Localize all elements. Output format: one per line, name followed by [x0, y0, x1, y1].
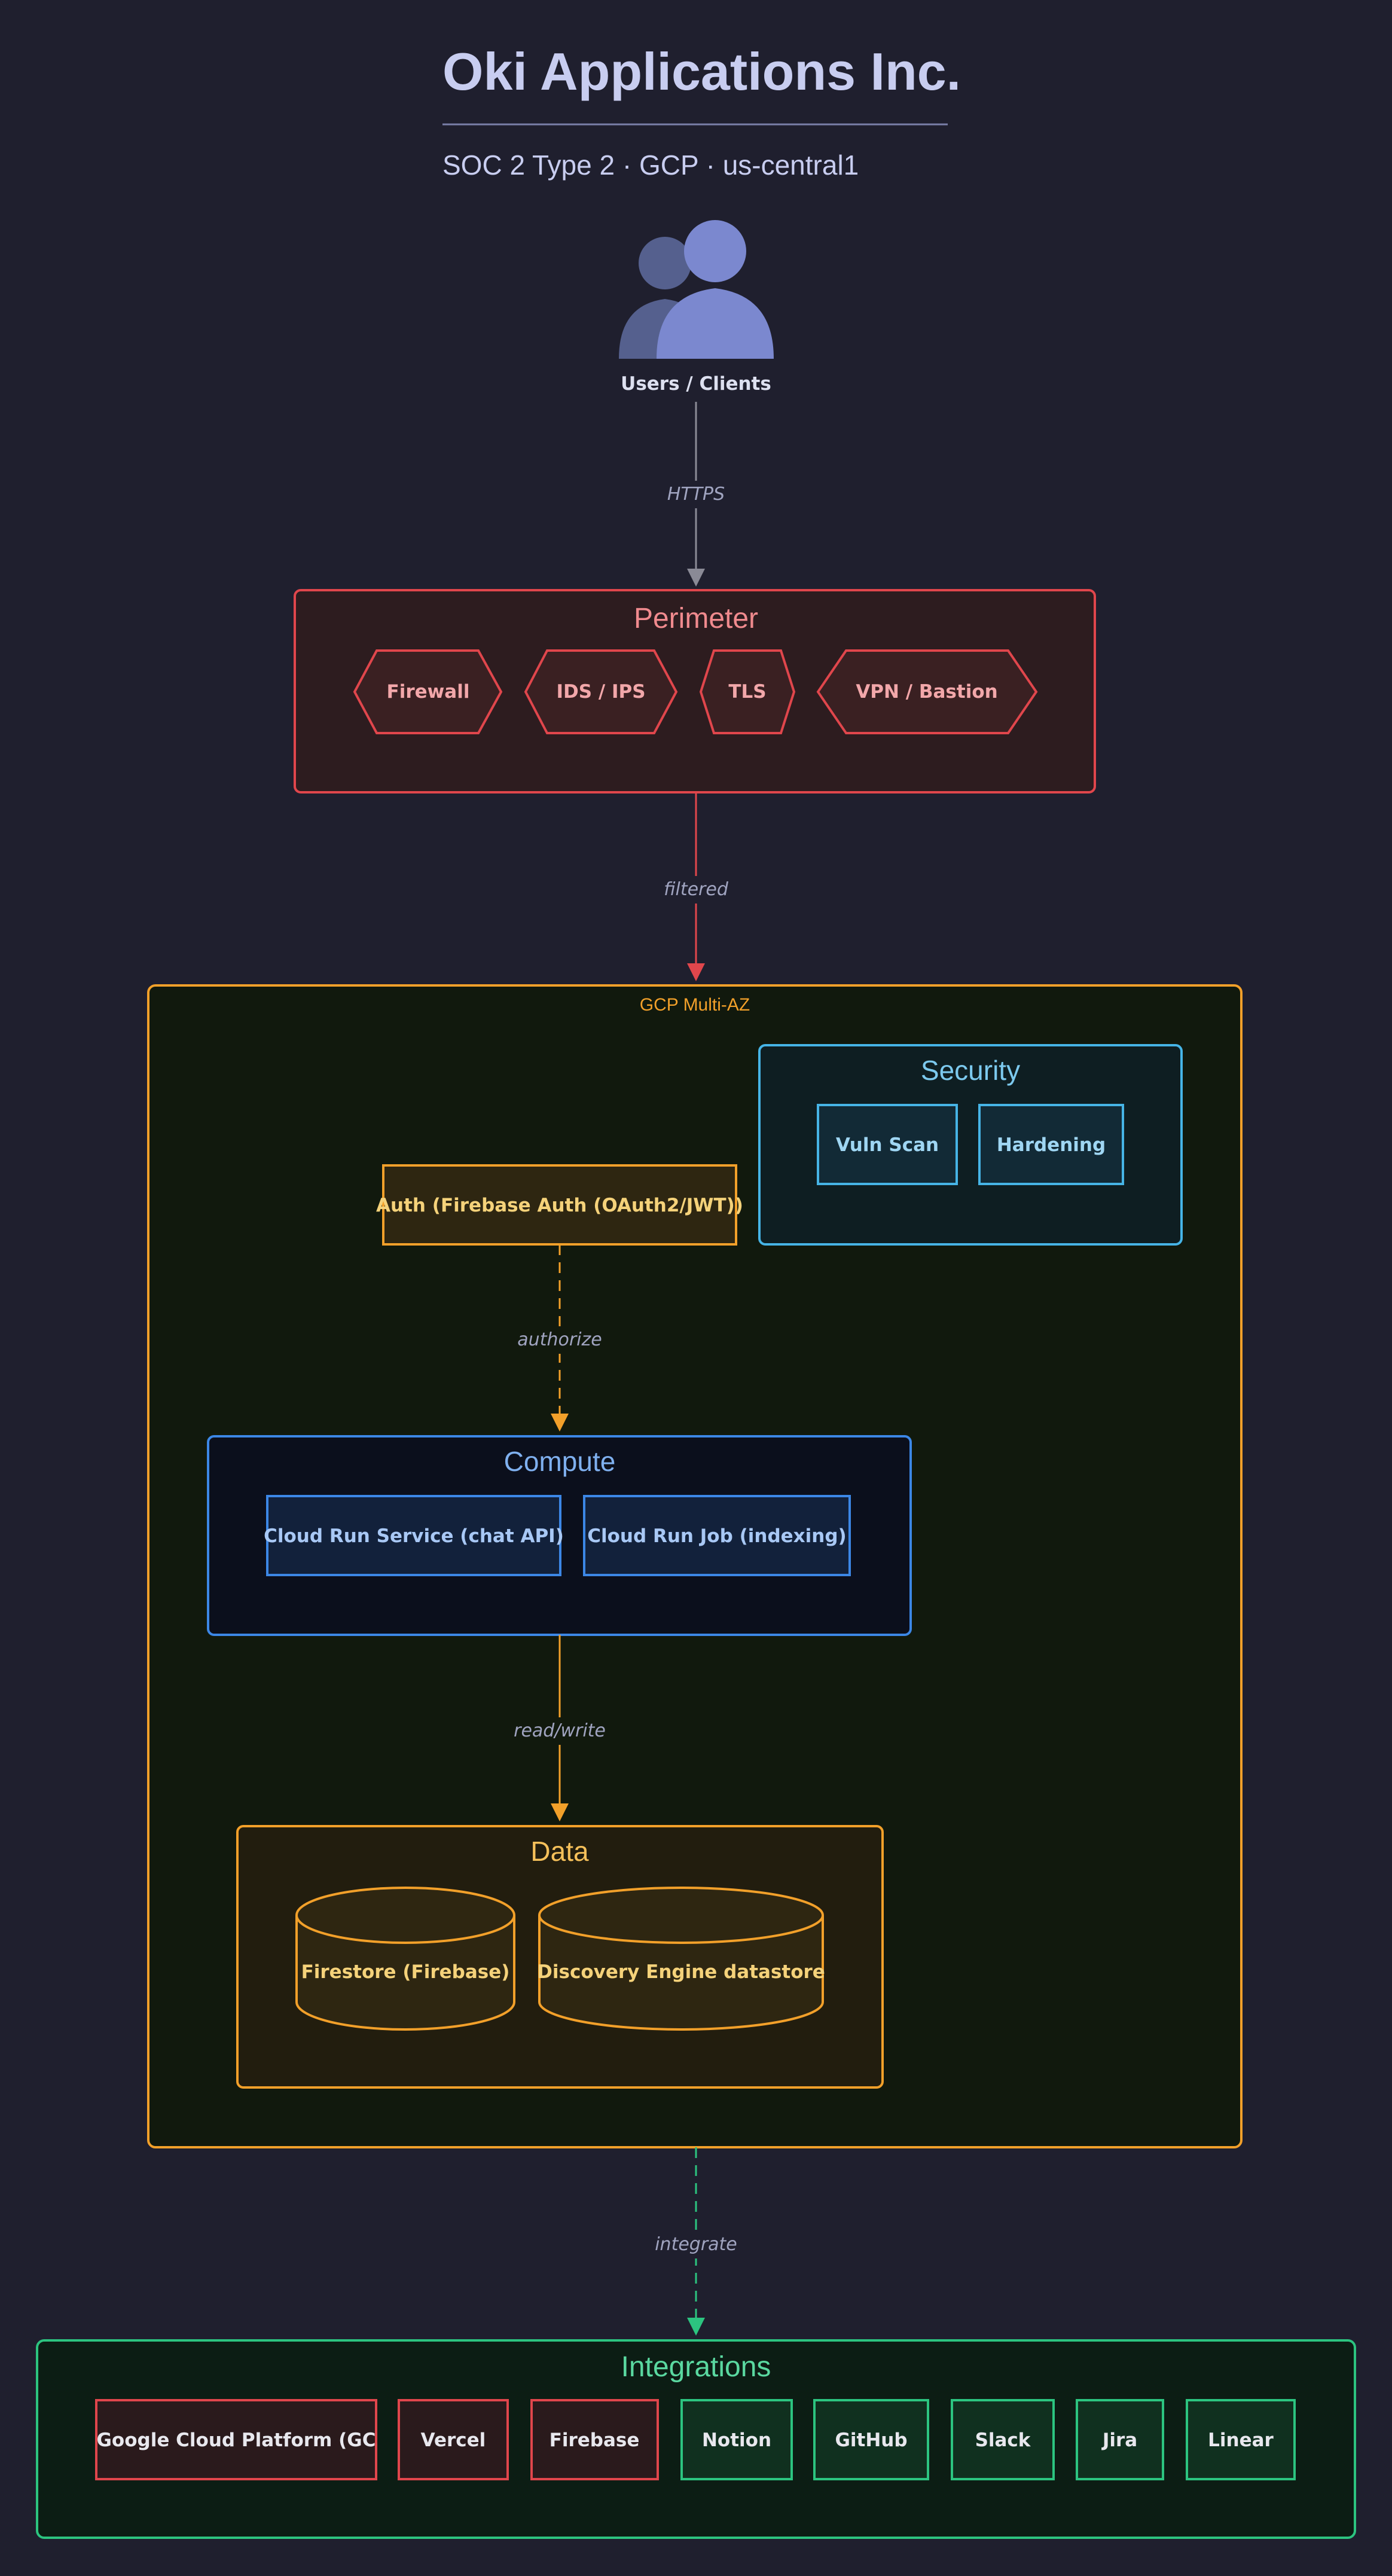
- compute-node-cloud-run-job: Cloud Run Job (indexing): [583, 1495, 851, 1576]
- svg-text:Google Cloud Platform (GC: Google Cloud Platform (GC: [96, 2430, 376, 2451]
- integrations-title: Integrations: [621, 2351, 771, 2383]
- svg-text:Discovery Engine datastore: Discovery Engine datastore: [537, 1961, 825, 1983]
- svg-text:Slack: Slack: [975, 2430, 1031, 2451]
- gcp-zone-label: GCP Multi-AZ: [640, 995, 750, 1015]
- svg-text:Cloud Run Job (indexing): Cloud Run Job (indexing): [587, 1525, 846, 1547]
- svg-text:Firewall: Firewall: [387, 681, 470, 703]
- perimeter-node-vpn-bastion: VPN / Bastion: [816, 649, 1038, 734]
- svg-text:Auth (Firebase Auth (OAuth2/JW: Auth (Firebase Auth (OAuth2/JWT)): [376, 1195, 743, 1216]
- security-zone: [758, 1044, 1183, 1246]
- page-subtitle: SOC 2 Type 2 · GCP · us-central1: [442, 149, 859, 181]
- svg-text:IDS / IPS: IDS / IPS: [556, 681, 645, 703]
- page-title: Oki Applications Inc.: [442, 42, 961, 101]
- svg-text:GitHub: GitHub: [835, 2430, 907, 2451]
- svg-text:VPN / Bastion: VPN / Bastion: [856, 681, 997, 703]
- integration-jira: Jira: [1076, 2399, 1164, 2480]
- security-title: Security: [921, 1055, 1020, 1086]
- perimeter-zone: [294, 589, 1096, 793]
- edge-label-integrate: integrate: [655, 2234, 737, 2255]
- data-node-firestore: Firestore (Firebase): [295, 1887, 515, 2031]
- svg-text:Firestore (Firebase): Firestore (Firebase): [301, 1961, 510, 1983]
- integration-google-cloud-platform: Google Cloud Platform (GC: [95, 2399, 377, 2480]
- svg-text:Linear: Linear: [1208, 2430, 1274, 2451]
- svg-text:Hardening: Hardening: [997, 1134, 1106, 1156]
- svg-text:Cloud Run Service (chat API): Cloud Run Service (chat API): [264, 1525, 564, 1547]
- edge-label-authorize: authorize: [517, 1329, 602, 1350]
- users-icon: [619, 220, 774, 359]
- svg-text:Notion: Notion: [702, 2430, 771, 2451]
- compute-node-cloud-run-service: Cloud Run Service (chat API): [264, 1495, 564, 1576]
- perimeter-node-tls: TLS: [699, 649, 796, 734]
- integration-notion: Notion: [680, 2399, 793, 2480]
- svg-text:Jira: Jira: [1101, 2430, 1137, 2451]
- edge-label-https: HTTPS: [667, 484, 725, 505]
- svg-text:Vercel: Vercel: [421, 2430, 486, 2451]
- svg-text:Vuln Scan: Vuln Scan: [836, 1134, 939, 1156]
- edge-label-read-write: read/write: [514, 1720, 606, 1741]
- users-label: Users / Clients: [621, 373, 771, 395]
- integration-vercel: Vercel: [398, 2399, 509, 2480]
- svg-text:TLS: TLS: [728, 681, 766, 703]
- edge-label-filtered: filtered: [664, 879, 729, 900]
- svg-text:Firebase: Firebase: [550, 2430, 640, 2451]
- auth-node: Auth (Firebase Auth (OAuth2/JWT)): [376, 1164, 743, 1246]
- integration-firebase: Firebase: [530, 2399, 659, 2480]
- perimeter-title: Perimeter: [634, 603, 758, 634]
- perimeter-node-ids-ips: IDS / IPS: [524, 649, 678, 734]
- data-node-discovery-engine: Discovery Engine datastore: [537, 1887, 825, 2031]
- security-node-hardening: Hardening: [978, 1104, 1124, 1185]
- compute-title: Compute: [504, 1446, 616, 1477]
- integration-linear: Linear: [1186, 2399, 1296, 2480]
- integration-github: GitHub: [813, 2399, 929, 2480]
- security-node-vuln-scan: Vuln Scan: [817, 1104, 958, 1185]
- perimeter-node-firewall: Firewall: [353, 649, 503, 734]
- integration-slack: Slack: [951, 2399, 1055, 2480]
- data-title: Data: [530, 1836, 589, 1867]
